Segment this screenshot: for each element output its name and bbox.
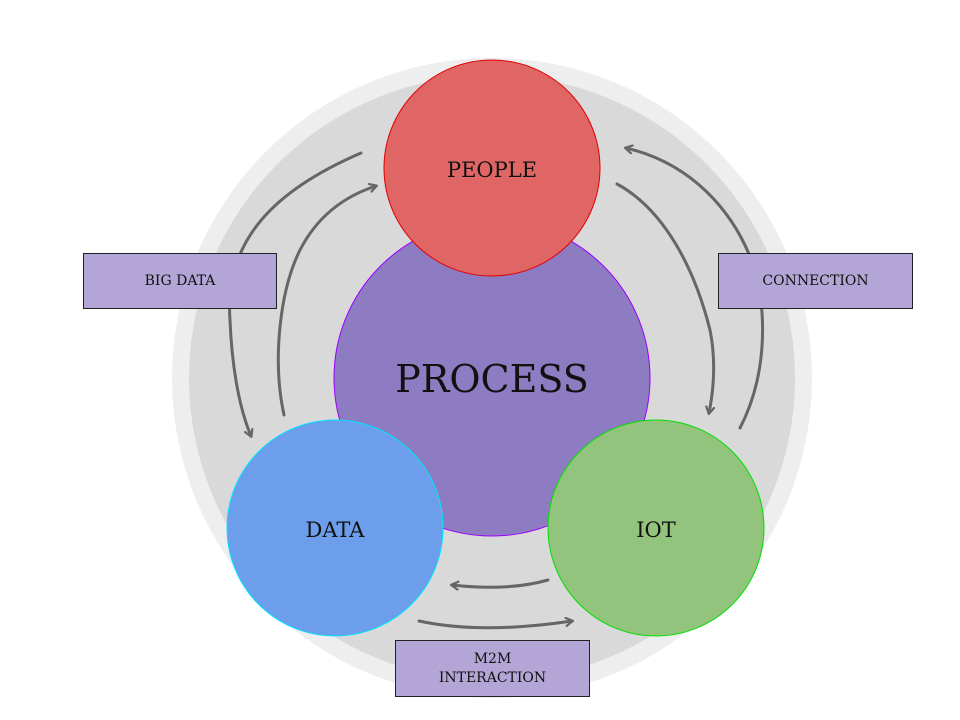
arrow-iot-to-data xyxy=(452,578,550,587)
people-circle xyxy=(383,59,601,277)
big-data-label: BIG DATA xyxy=(144,272,216,289)
people-label: PEOPLE xyxy=(447,158,537,182)
data-label: DATA xyxy=(306,518,366,542)
iot-circle xyxy=(547,419,765,637)
m2m-label-line1: M2M xyxy=(473,651,512,668)
connection-label-box: CONNECTION xyxy=(718,253,913,309)
arrow-data-to-people xyxy=(276,186,376,417)
process-label: PROCESS xyxy=(395,357,589,401)
arrow-people-to-iot xyxy=(615,182,714,413)
iot-label: IOT xyxy=(636,518,676,542)
connection-label: CONNECTION xyxy=(762,272,869,289)
arrow-data-to-iot xyxy=(417,621,572,630)
m2m-interaction-label-box: M2M INTERACTION xyxy=(395,640,590,697)
data-circle xyxy=(226,419,444,637)
m2m-label-line2: INTERACTION xyxy=(438,669,547,686)
big-data-label-box: BIG DATA xyxy=(83,253,277,309)
